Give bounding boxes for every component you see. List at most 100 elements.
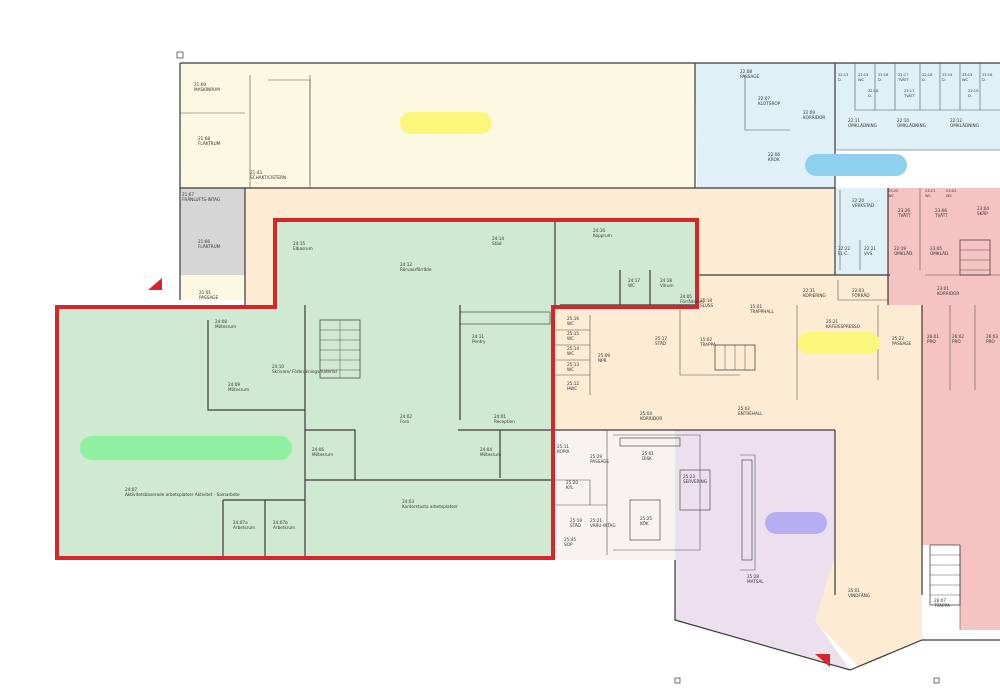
room-number: 22:18: [922, 73, 933, 77]
zone-pink: [888, 188, 1000, 630]
room-name: KOPIERING: [803, 293, 826, 298]
zone-vindfang: [815, 555, 922, 668]
room-number: 23:05: [930, 246, 942, 251]
room-number: 24:16: [593, 228, 605, 233]
zone-lilac: [675, 430, 850, 670]
room-name: FÖRRÅD: [852, 293, 870, 298]
room-number: 22:19: [968, 89, 979, 93]
room-name: TRAPPHALL: [749, 309, 775, 314]
room-number: 22:22: [838, 246, 850, 251]
south-marker: [815, 654, 830, 667]
room-number: 22:07: [758, 96, 770, 101]
room-number: 22:21: [864, 246, 876, 251]
room-number: 24:17: [628, 278, 640, 283]
room-number: 22:18: [868, 89, 879, 93]
room-number: 22:15: [858, 73, 868, 77]
marker-blue: [805, 154, 907, 176]
room-number: 24:05: [680, 294, 692, 299]
room-name: KÖK: [640, 521, 649, 526]
room-name: VERKSTAD: [852, 203, 874, 208]
room-number: 22:13: [838, 73, 848, 77]
room-name: WC: [567, 321, 574, 326]
room-number: 22:06: [768, 152, 780, 157]
room-name: SOP: [564, 542, 573, 547]
room-labels: 21:69MASKINRUM21:68FLÄKTRUM21:43SCHAKT/C…: [125, 69, 998, 608]
room-name: WC: [946, 194, 953, 198]
room-name: TRAPPA: [699, 342, 716, 347]
room-number: 25:11: [557, 444, 569, 449]
room-number: 23:14: [942, 73, 953, 77]
room-name: MATSAL: [747, 579, 764, 584]
marker-green: [80, 436, 292, 460]
room-number: 26:02: [952, 334, 964, 339]
room-number: 24:04: [480, 447, 492, 452]
room-name: Förrådsrum: [680, 299, 704, 304]
room-name: D.: [922, 78, 926, 82]
room-name: NPR: [598, 358, 607, 363]
room-name: EL-C.: [838, 251, 849, 256]
room-name: TRAPPA: [933, 603, 950, 608]
room-number: 25:13: [567, 362, 579, 367]
room-name: VVS: [864, 251, 873, 256]
room-number: 25:04: [640, 411, 652, 416]
room-number: 24:08: [215, 319, 227, 324]
room-name: FLÄKTRUM: [198, 244, 221, 249]
room-name: KORRIDOR: [640, 416, 662, 421]
room-name: Mötesrum: [228, 387, 249, 392]
room-number: 25:15: [567, 331, 579, 336]
room-name: FLÄKTRUM: [198, 141, 221, 146]
zone-light-lower: [553, 430, 675, 560]
room-number: 22:09: [803, 110, 815, 115]
corner-tick-s1: [674, 677, 681, 684]
room-name: KORRIDOR: [937, 291, 959, 296]
room-name: Rörvaarförråde: [400, 267, 432, 272]
room-number: 26:01: [927, 334, 939, 339]
room-number: 24:07a: [233, 520, 248, 525]
stair-pink: [959, 239, 991, 276]
room-number: 24:09: [228, 382, 240, 387]
room-name: OMKLÄDNING: [897, 123, 926, 128]
room-name: OMKLÄD.: [894, 251, 914, 256]
room-name: HWC: [567, 386, 577, 391]
marker-purple: [765, 512, 827, 534]
room-number: 23:26: [898, 208, 910, 213]
room-name: Elbasrum: [293, 246, 313, 251]
room-name: TVÄTT: [903, 93, 916, 98]
room-number: 23:17: [904, 89, 914, 93]
room-number: 24:07: [125, 487, 137, 492]
room-number: 25:12: [567, 381, 579, 386]
room-name: PASSAGE: [892, 341, 912, 346]
room-name: Fora: [400, 419, 410, 424]
room-number: 21:66: [198, 239, 210, 244]
room-name: Städ: [492, 241, 502, 246]
room-number: 26:07: [934, 598, 946, 603]
room-number: 22:16: [878, 73, 889, 77]
room-name: WC: [858, 78, 865, 82]
room-number: 35:01: [848, 588, 860, 593]
room-name: SLUSS: [700, 303, 714, 308]
room-name: Mötesrum: [312, 452, 333, 457]
room-number: 25:20: [566, 480, 578, 485]
room-name: PRO: [986, 339, 995, 344]
room-name: WC: [962, 78, 969, 82]
room-name: Aktivitetsbaserade arbetsplatser Aktivit…: [125, 492, 240, 497]
room-number: 22:03: [852, 288, 864, 293]
room-name: WC: [567, 367, 574, 372]
zones: [57, 63, 1000, 670]
room-name: Kontorstusta arbetsplatser: [402, 504, 458, 509]
room-name: Mötesrum: [215, 324, 236, 329]
room-name: VARU-INTAG: [590, 523, 616, 528]
room-name: VINDFÅNG: [848, 593, 870, 598]
room-number: 22:31: [803, 288, 815, 293]
room-name: Mötesrum: [480, 452, 501, 457]
room-name: MASKINRUM: [194, 87, 220, 92]
room-number: 24:06: [312, 447, 324, 452]
room-number: 25:18: [700, 298, 712, 303]
room-name: D.: [982, 78, 986, 82]
room-name: D.: [968, 94, 972, 98]
room-name: WC: [925, 194, 932, 198]
kitchen-fixtures: [459, 311, 753, 561]
room-number: 15:02: [700, 337, 712, 342]
room-number: 22:11: [848, 118, 860, 123]
